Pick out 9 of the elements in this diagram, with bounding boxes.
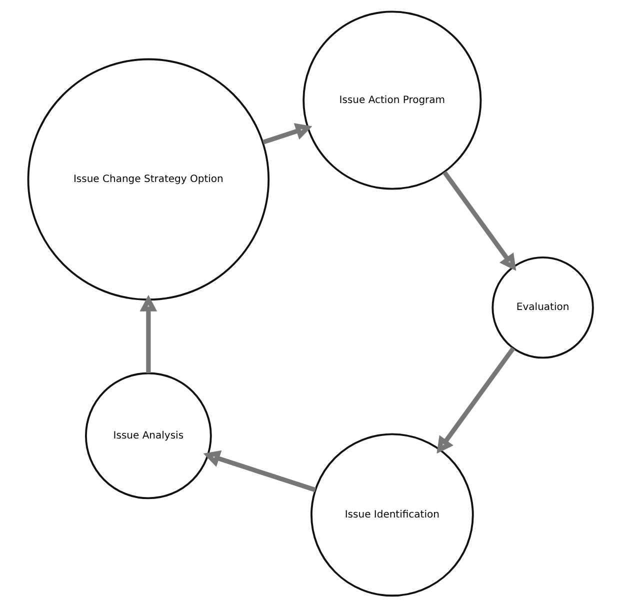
node-circle: Issue Change Strategy Option (27, 58, 270, 301)
node-circle: Issue Action Program (302, 10, 482, 190)
arrow (436, 346, 516, 454)
arrow (262, 123, 312, 144)
arrow (203, 450, 316, 492)
node-circle: Issue Analysis (84, 372, 212, 500)
arrow (140, 294, 158, 374)
node-circle: Evaluation (492, 256, 594, 359)
arrow (442, 170, 516, 271)
